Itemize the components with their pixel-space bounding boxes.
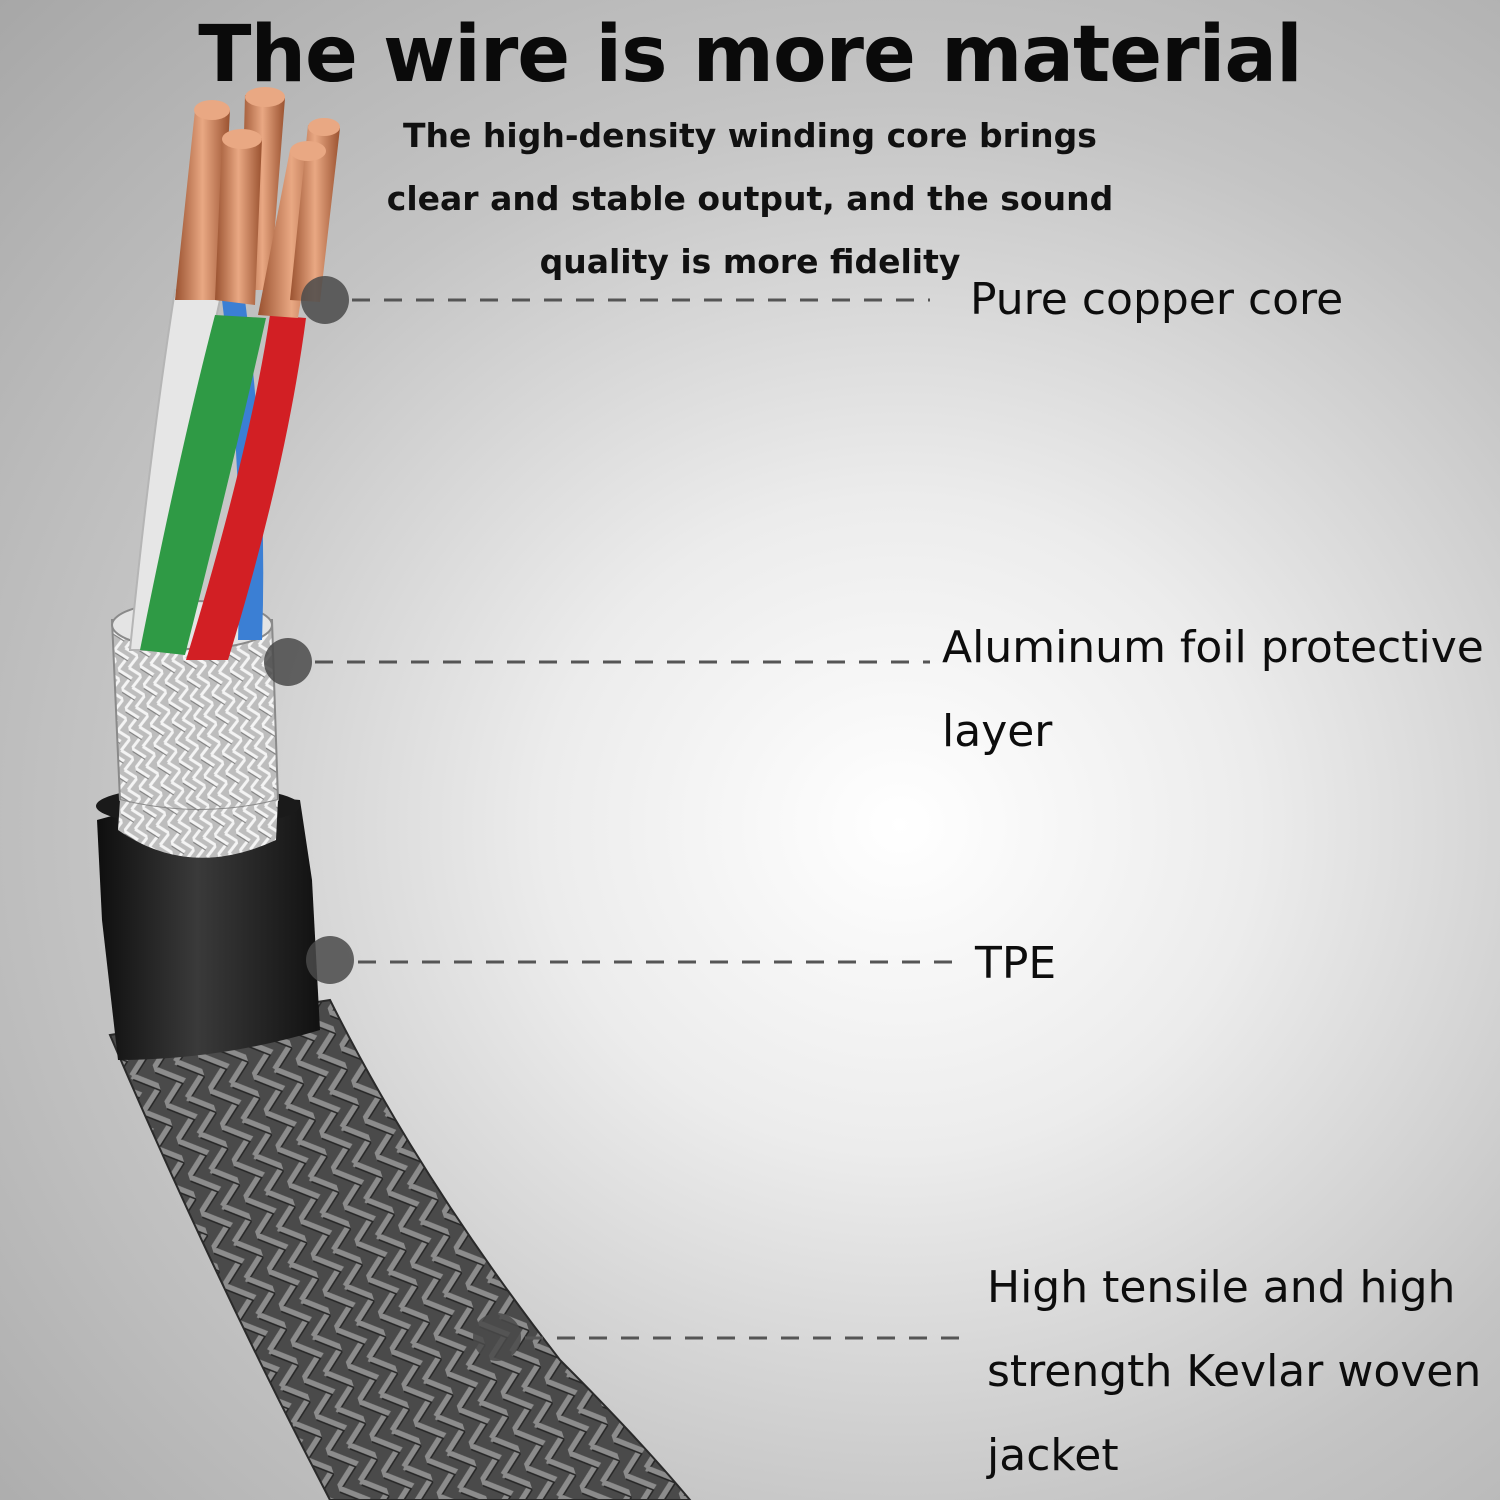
- copper-strands: [175, 87, 340, 318]
- label-aluminum-foil-layer: Aluminum foil protective layer: [942, 622, 1484, 757]
- callout-kevlar: [473, 1313, 962, 1361]
- inner-conductors: [128, 87, 340, 660]
- callout-dot: [473, 1313, 521, 1361]
- red-wire: [186, 315, 306, 660]
- label-pure-copper-core: Pure copper core: [970, 274, 1344, 325]
- braided-jacket: [108, 998, 692, 1500]
- callout-foil: [264, 638, 930, 686]
- callout-dot: [306, 936, 354, 984]
- callout-copper: [301, 276, 930, 324]
- callout-tpe: [306, 936, 958, 984]
- label-kevlar-jacket: High tensile and high strength Kevlar wo…: [987, 1262, 1482, 1481]
- callout-dot: [301, 276, 349, 324]
- page-subtitle: The high-density winding core brings cle…: [386, 116, 1114, 281]
- callout-dot: [264, 638, 312, 686]
- page-title: The wire is more material: [198, 10, 1303, 100]
- label-tpe: TPE: [975, 938, 1057, 989]
- green-wire: [140, 315, 266, 655]
